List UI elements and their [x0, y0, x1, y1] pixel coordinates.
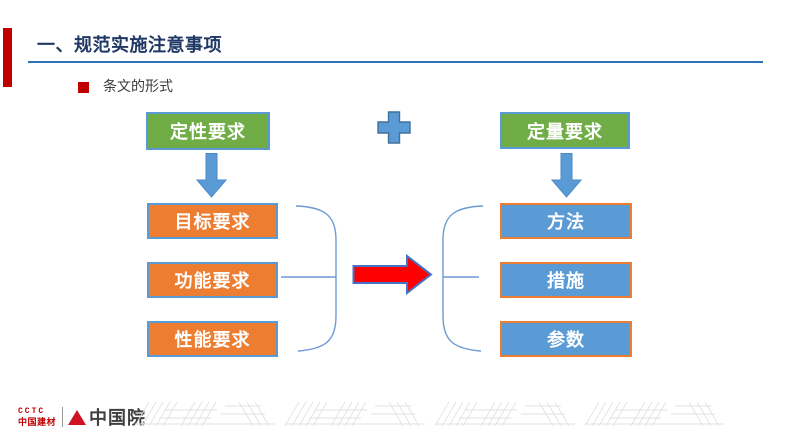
page-title: 一、规范实施注意事项 [37, 35, 222, 55]
red-right-arrow-icon [352, 254, 433, 295]
right-brace-icon [442, 205, 484, 352]
down-arrow-icon [196, 153, 227, 198]
cctc-logo-text: CCTC [18, 406, 46, 416]
performance-requirement-box: 性能要求 [147, 321, 278, 357]
footer-hatch-pattern [135, 402, 730, 426]
method-box: 方法 [500, 203, 632, 239]
title-accent-bar [3, 28, 12, 87]
bullet-square-icon [78, 82, 89, 93]
title-underline [28, 61, 763, 63]
qualitative-requirement-box: 定性要求 [146, 112, 270, 150]
cctc-logo-subtext: 中国建材 [18, 416, 57, 427]
org-name: 中国院 [89, 408, 147, 428]
left-brace-icon [295, 205, 337, 352]
plus-icon [377, 111, 411, 144]
bullet-label: 条文的形式 [103, 78, 173, 94]
down-arrow-icon [551, 153, 582, 198]
footer-logo: CCTC 中国建材 中国院 [18, 404, 146, 430]
function-requirement-box: 功能要求 [147, 262, 278, 298]
logo-divider [62, 407, 64, 427]
cctc-logo: CCTC 中国建材 [18, 406, 57, 427]
measure-box: 措施 [500, 262, 632, 298]
parameter-box: 参数 [500, 321, 632, 357]
goal-requirement-box: 目标要求 [147, 203, 278, 239]
quantitative-requirement-box: 定量要求 [500, 112, 630, 149]
org-triangle-icon [68, 409, 87, 425]
